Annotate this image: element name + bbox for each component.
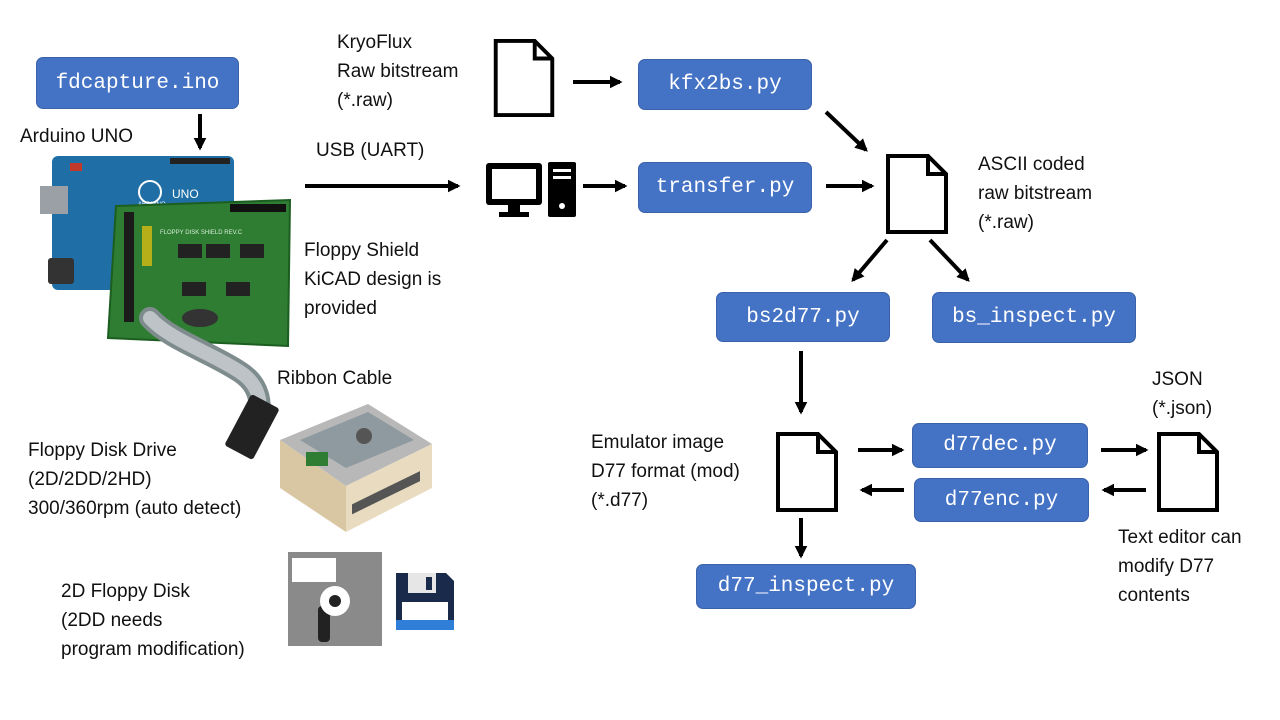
ascii-line-2: raw bitstream [978, 183, 1093, 204]
ascii-bitstream-label: ASCII coded raw bitstream (*.raw) [978, 150, 1092, 237]
save-icon [396, 573, 454, 630]
floppy-disk-image [288, 552, 382, 646]
json-label: JSON (*.json) [1152, 365, 1212, 423]
json-file-icon [1157, 432, 1219, 512]
bs2d77-box: bs2d77.py [716, 292, 890, 342]
kfx2bs-box: kfx2bs.py [638, 59, 812, 110]
emulator-line-3: (*.d77) [591, 490, 649, 511]
editor-line-3: contents [1118, 585, 1190, 606]
editor-line-1: Text editor can [1118, 527, 1242, 548]
kryoflux-label: KryoFlux Raw bitstream (*.raw) [337, 28, 458, 115]
arrows [193, 75, 1149, 559]
arrow-ascii-to-bs2d77 [851, 238, 889, 282]
floppy-shield-image: FLOPPY DISK SHIELD REV.C [106, 198, 292, 348]
shield-line-2: KiCAD design is [304, 269, 442, 290]
disk-label: 2D Floppy Disk (2DD needs program modifi… [61, 577, 245, 664]
d77-inspect-box: d77_inspect.py [696, 564, 916, 609]
ribbon-label: Ribbon Cable [277, 368, 393, 389]
ascii-line-3: (*.raw) [978, 212, 1034, 233]
board-shield-text: FLOPPY DISK SHIELD REV.C [160, 230, 243, 236]
raw-file-icon [493, 39, 555, 117]
arduino-label: Arduino UNO [20, 126, 133, 147]
emulator-line-2: D77 format (mod) [591, 461, 740, 482]
d77enc-box: d77enc.py [914, 478, 1089, 522]
board-uno-text: UNO [172, 187, 199, 201]
ascii-raw-file-icon [886, 154, 948, 234]
shield-line-1: Floppy Shield [304, 240, 420, 261]
json-line-1: JSON [1152, 369, 1203, 390]
ribbon-cable-image [139, 307, 279, 460]
emulator-label: Emulator image D77 format (mod) (*.d77) [591, 428, 740, 515]
bs-inspect-box: bs_inspect.py [932, 292, 1136, 343]
kryoflux-line-1: KryoFlux [337, 32, 412, 53]
drive-label: Floppy Disk Drive (2D/2DD/2HD) 300/360rp… [28, 436, 241, 523]
kryoflux-line-2: Raw bitstream [337, 61, 459, 82]
d77dec-box: d77dec.py [912, 423, 1088, 468]
disk-line-2: (2DD needs [61, 610, 163, 631]
shield-label: Floppy Shield KiCAD design is provided [304, 236, 441, 323]
drive-line-1: Floppy Disk Drive [28, 440, 177, 461]
disk-line-1: 2D Floppy Disk [61, 581, 190, 602]
arrow-kfx2bs-to-ascii [824, 110, 868, 152]
floppy-drive-image [280, 404, 432, 532]
drive-line-2: (2D/2DD/2HD) [28, 469, 152, 490]
disk-line-3: program modification) [61, 639, 245, 660]
computer-icon [486, 162, 576, 217]
transfer-box: transfer.py [638, 162, 812, 213]
d77-file-icon [776, 432, 838, 512]
drive-line-3: 300/360rpm (auto detect) [28, 498, 242, 519]
ascii-line-1: ASCII coded [978, 154, 1085, 175]
arrow-ascii-to-bs-inspect [928, 238, 970, 282]
usb-label: USB (UART) [316, 140, 425, 161]
shield-line-3: provided [304, 298, 377, 319]
editor-line-2: modify D77 [1118, 556, 1215, 577]
json-line-2: (*.json) [1152, 398, 1213, 419]
kryoflux-line-3: (*.raw) [337, 90, 393, 111]
fdcapture-box: fdcapture.ino [36, 57, 239, 109]
emulator-line-1: Emulator image [591, 432, 725, 453]
text-editor-label: Text editor can modify D77 contents [1118, 523, 1242, 610]
